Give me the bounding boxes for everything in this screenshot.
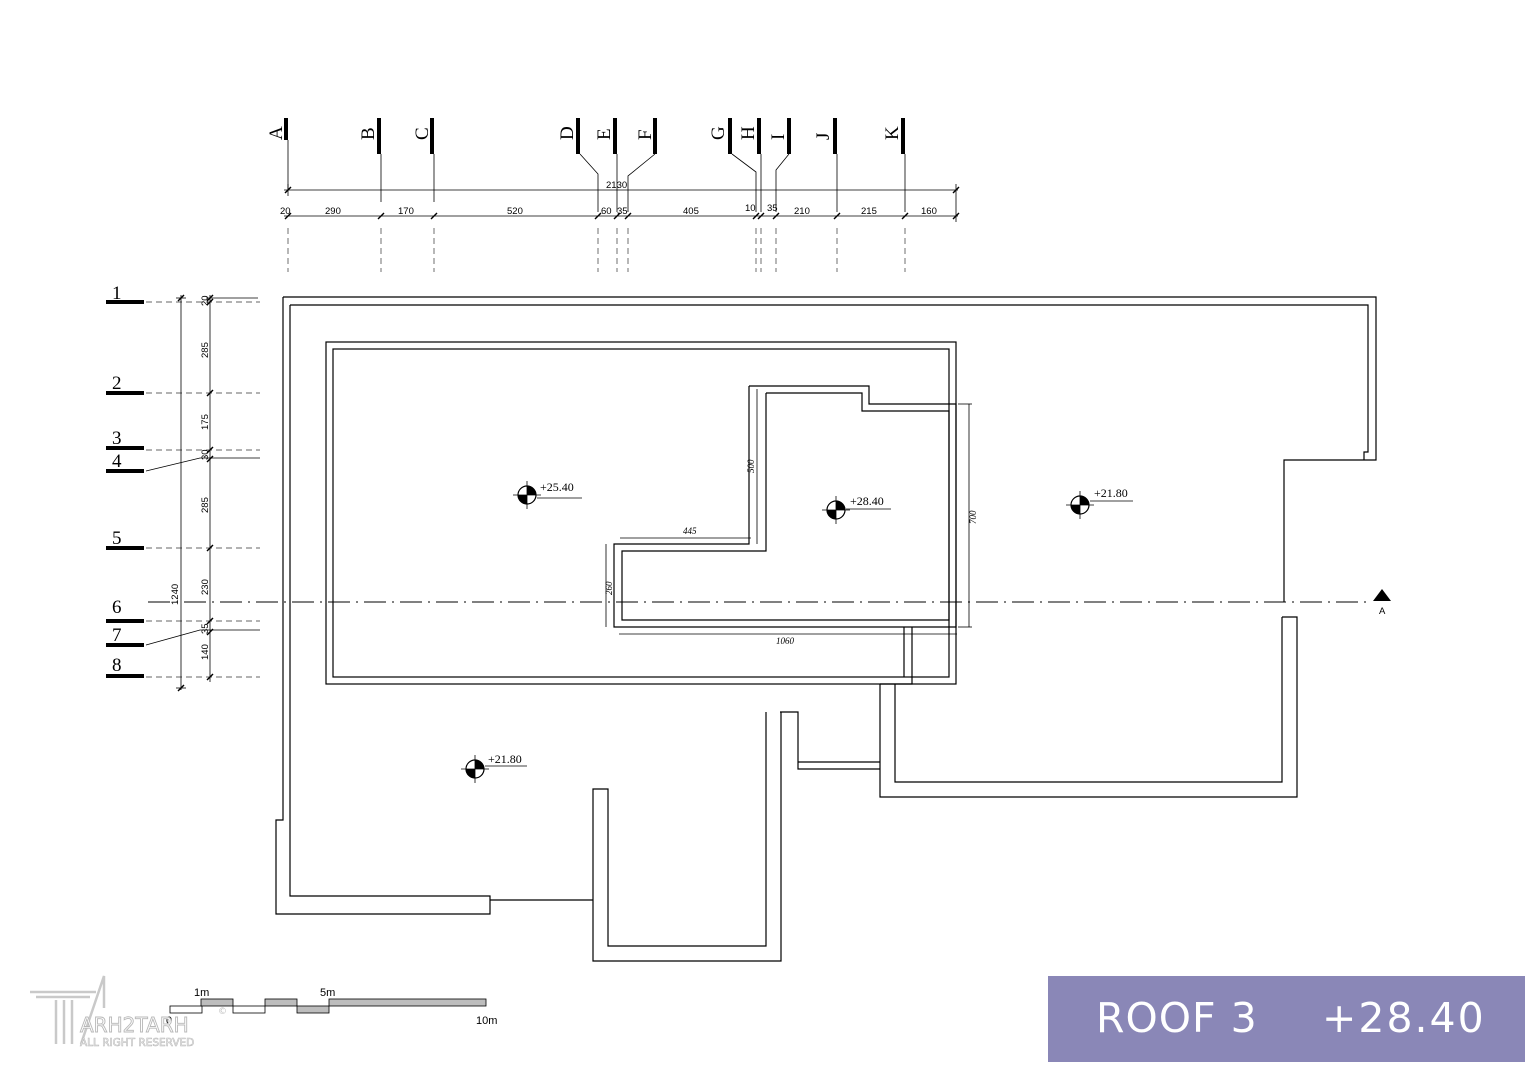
grid-marker-k: K (882, 118, 906, 212)
grid-marker-f: F (627, 118, 657, 212)
grid-marker-1: 1 (106, 283, 260, 304)
hdim-10: 210 (794, 206, 810, 217)
hdim-5: 60 (601, 206, 612, 217)
room-dim-260: 260 (604, 581, 614, 595)
elevation-marker-2: +28.40 (822, 494, 891, 524)
grid-number-markers: 1 2 3 4 5 6 7 (106, 283, 260, 678)
grid-label-4: 4 (112, 451, 122, 472)
grid-label-6: 6 (112, 597, 122, 618)
horizontal-total-dim: 2130 (606, 180, 627, 191)
arh2tarh-logo: ARH2TARH © ALL RIGHT RESERVED (30, 975, 227, 1049)
grid-marker-g: G (708, 118, 757, 212)
grid-label-c: C (412, 127, 433, 140)
vdim-5: 285 (200, 497, 211, 513)
grid-marker-a: A (266, 118, 289, 190)
horizontal-dimension-chain: 2130 20 290 170 520 60 35 405 10 35 210 … (280, 180, 960, 272)
grid-marker-i: I (768, 118, 791, 212)
room-dim-500: 500 (746, 459, 756, 473)
grid-marker-3: 3 (106, 428, 260, 451)
vdim-3: 175 (200, 414, 211, 430)
section-arrow-icon (1373, 589, 1391, 601)
room-dim-700: 700 (968, 510, 978, 524)
grid-label-3: 3 (112, 428, 122, 449)
vdim-7: 35 (200, 623, 211, 634)
roof-outline (275, 296, 1377, 962)
scale-bar: 1m 5m 10m 0 (166, 987, 497, 1027)
room-dim-445: 445 (683, 526, 697, 536)
grid-marker-e: E (594, 118, 618, 212)
grid-label-5: 5 (112, 528, 122, 549)
grid-label-a: A (266, 126, 287, 140)
grid-letter-markers: A B C D E F G (266, 118, 906, 212)
grid-marker-7: 7 (106, 625, 260, 647)
grid-label-i: I (768, 134, 789, 140)
logo-name: ARH2TARH (80, 1013, 189, 1037)
hdim-8: 10 (745, 203, 756, 214)
scale-label-1m: 1m (194, 987, 209, 999)
elevation-marker-1: +25.40 (513, 480, 582, 509)
hdim-3: 170 (398, 206, 414, 217)
vdim-8: 140 (200, 644, 211, 660)
grid-marker-c: C (412, 118, 435, 202)
grid-label-b: B (358, 127, 379, 140)
drawing-level: +28.40 (1322, 994, 1486, 1042)
grid-marker-8: 8 (106, 655, 260, 678)
grid-marker-4: 4 (106, 451, 260, 473)
hdim-9: 35 (767, 203, 778, 214)
section-line: A (148, 589, 1391, 617)
logo-rights: ALL RIGHT RESERVED (80, 1037, 194, 1049)
scale-label-5m: 5m (320, 987, 335, 999)
elevation-label-3: +21.80 (1094, 486, 1128, 500)
room-dimensions: 445 500 700 260 1060 (604, 389, 978, 646)
elevation-label-2: +28.40 (850, 494, 884, 508)
hdim-4: 520 (507, 206, 523, 217)
drawing-title: ROOF 3 (1096, 994, 1258, 1042)
grid-label-f: F (635, 129, 656, 140)
hdim-7: 405 (683, 206, 699, 217)
vdim-6: 230 (200, 579, 211, 595)
grid-label-7: 7 (112, 625, 122, 646)
hdim-2: 290 (325, 206, 341, 217)
grid-label-d: D (557, 126, 578, 140)
hdim-12: 160 (921, 206, 937, 217)
vdim-4: 30 (200, 449, 211, 460)
grid-marker-2: 2 (106, 373, 260, 395)
grid-label-8: 8 (112, 655, 122, 676)
elevation-marker-4: +21.80 (461, 752, 527, 783)
grid-marker-d: D (557, 118, 599, 212)
vertical-total-dim: 1240 (170, 584, 181, 605)
logo-copyright: © (218, 1007, 227, 1017)
grid-label-1: 1 (112, 283, 122, 304)
grid-marker-5: 5 (106, 528, 260, 550)
vdim-2: 285 (200, 342, 211, 358)
elevation-marker-3: +21.80 (1066, 486, 1133, 519)
vdim-1: 20 (200, 295, 211, 306)
elevation-label-4: +21.80 (488, 752, 522, 766)
title-block: ROOF 3 +28.40 (1048, 976, 1525, 1062)
grid-label-h: H (738, 126, 759, 140)
grid-marker-h: H (738, 118, 762, 212)
section-label: A (1379, 606, 1386, 617)
scale-label-0: 0 (166, 1015, 172, 1027)
grid-marker-b: B (358, 118, 382, 202)
grid-label-j: J (813, 133, 834, 140)
grid-label-2: 2 (112, 373, 122, 394)
scale-label-10m: 10m (476, 1015, 497, 1027)
hdim-6: 35 (617, 206, 628, 217)
grid-label-k: K (882, 126, 903, 140)
vertical-dimension-chain: 1240 20 285 175 30 285 230 35 140 (170, 294, 258, 692)
elevation-label-1: +25.40 (540, 480, 574, 494)
grid-marker-6: 6 (106, 597, 260, 623)
room-dim-1060: 1060 (776, 636, 795, 646)
grid-label-e: E (594, 128, 615, 140)
grid-label-g: G (708, 126, 729, 140)
hdim-11: 215 (861, 206, 877, 217)
hdim-1: 20 (280, 206, 291, 217)
grid-marker-j: J (813, 118, 838, 212)
